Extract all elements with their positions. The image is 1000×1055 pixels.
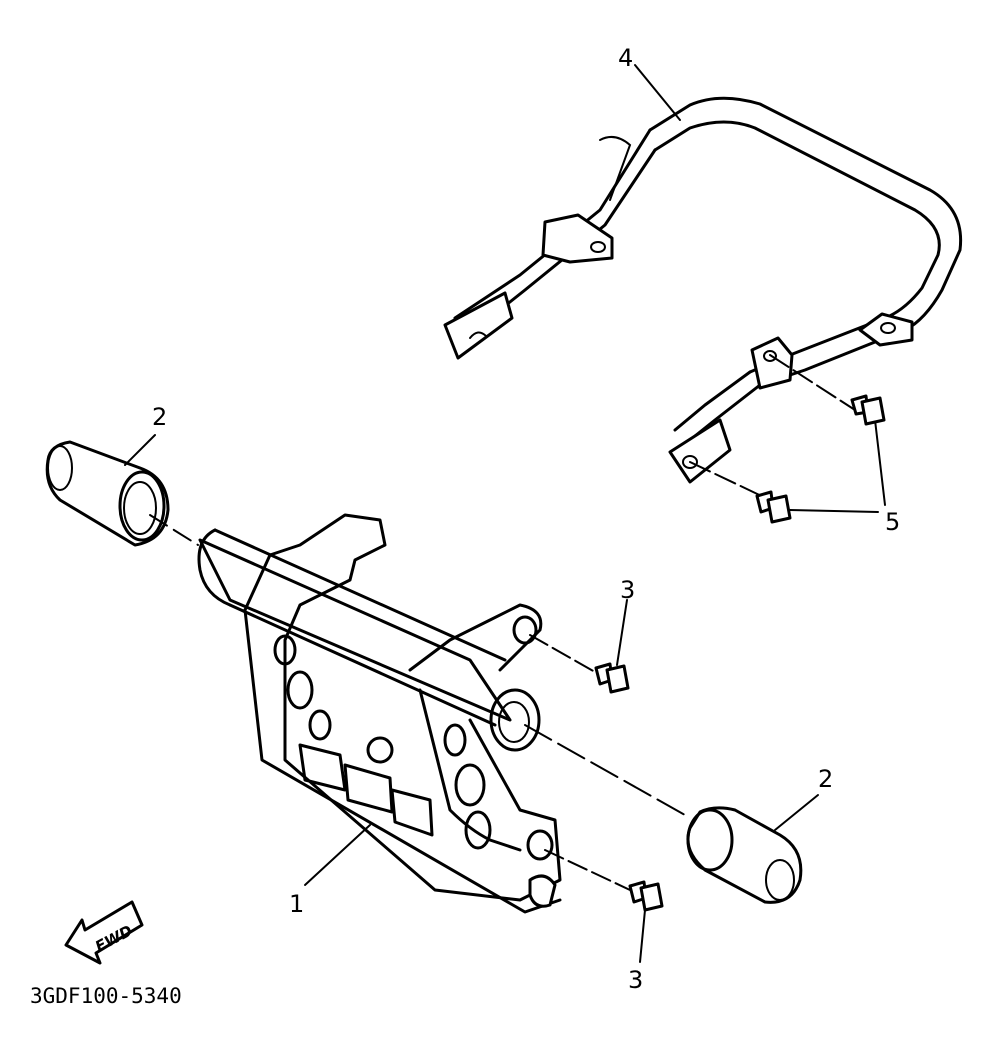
callout-3-top: 3 — [620, 576, 635, 604]
bolt-part-5-lower — [755, 490, 792, 524]
fwd-arrow-icon: FWD — [64, 900, 144, 965]
bolt-part-3-upper — [594, 662, 630, 694]
callout-4: 4 — [618, 44, 633, 72]
leader-line-2-left — [124, 434, 156, 466]
callout-5: 5 — [885, 508, 900, 536]
bolt-part-3-lower — [628, 880, 664, 912]
end-cap-part-2-left — [45, 440, 170, 547]
leader-line-3-top — [616, 599, 628, 666]
leader-line-1 — [304, 824, 371, 886]
bolt-axis-3-lower — [544, 849, 631, 891]
leader-line-2-right — [774, 794, 819, 831]
bolt-axis-3-upper — [529, 634, 596, 673]
bolt-axis-lower — [689, 461, 771, 501]
leader-line-4 — [634, 64, 681, 121]
axis-right — [524, 724, 686, 816]
callout-2-left: 2 — [152, 403, 167, 431]
leader-line-3-bottom — [639, 909, 646, 963]
bolt-axis-upper — [769, 354, 856, 411]
axis-left — [149, 514, 199, 546]
end-cap-part-2-right — [686, 806, 803, 904]
leader-line-5b — [789, 509, 879, 513]
grab-bar-part-4 — [443, 96, 963, 484]
leader-line-5a — [874, 419, 886, 506]
callout-1: 1 — [289, 890, 304, 918]
diagram-code: 3GDF100-5340 — [30, 984, 182, 1008]
callout-2-right: 2 — [818, 765, 833, 793]
bolt-part-5-upper — [850, 394, 886, 426]
bracket-part-1 — [197, 513, 562, 914]
callout-3-bottom: 3 — [628, 966, 643, 994]
